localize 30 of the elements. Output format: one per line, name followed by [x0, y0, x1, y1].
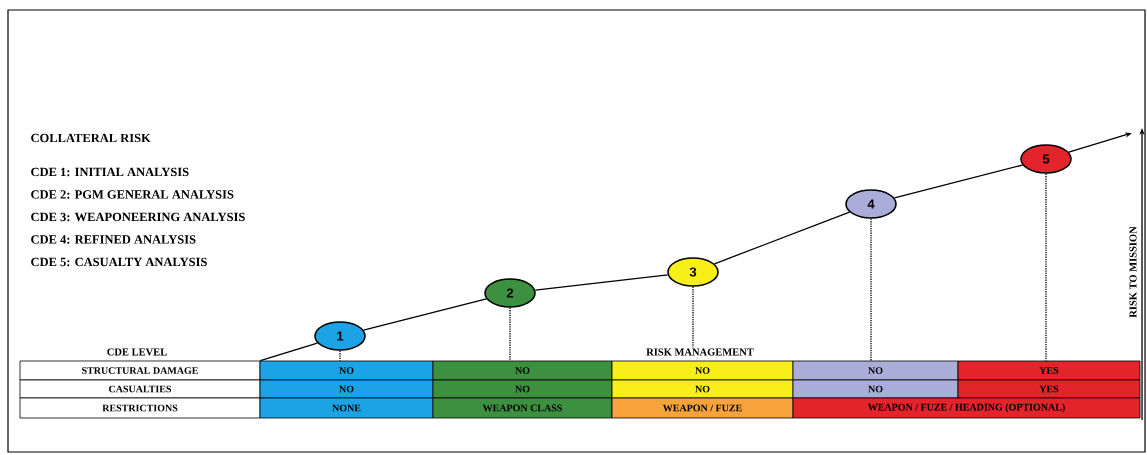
line: [713, 211, 851, 265]
table-cell: NO: [432, 379, 613, 399]
line: [893, 164, 1024, 199]
line: [534, 274, 669, 291]
legend-line: CDE 2: PGM GENERAL ANALYSIS: [31, 190, 234, 199]
leader-line: [1045, 173, 1047, 362]
legend-line: CDE 4: REFINED ANALYSIS: [31, 235, 196, 244]
legend-line: CDE 3: WEAPONEERING ANALYSIS: [31, 212, 245, 222]
leader-line: [870, 218, 872, 362]
table-cell: RESTRICTIONS: [19, 397, 261, 419]
leader-line: [509, 307, 511, 362]
table-cell: CASUALTIES: [19, 379, 261, 399]
table-cell: NO: [792, 379, 959, 399]
legend-line: CDE 1: INITIAL ANALYSIS: [31, 167, 189, 177]
table-cell: YES: [957, 379, 1141, 399]
table-cell: YES: [957, 360, 1141, 381]
table-cell: NONE: [259, 397, 434, 419]
table-cell: STRUCTURAL DAMAGE: [19, 360, 261, 381]
leader-line: [339, 350, 341, 362]
axis-label: RISK TO MISSION: [1129, 226, 1137, 318]
table-cell: NO: [611, 379, 794, 399]
table-cell: NO: [259, 379, 434, 399]
axis-label: RISK MANAGEMENT: [646, 348, 754, 356]
line: [259, 342, 318, 362]
table-cell: WEAPON / FUZE: [611, 397, 794, 419]
table-cell: WEAPON CLASS: [432, 397, 613, 419]
leader-line: [692, 286, 694, 348]
heading: COLLATERAL RISK: [31, 133, 151, 143]
legend-line: CDE 5: CASUALTY ANALYSIS: [31, 257, 207, 267]
line: [362, 298, 488, 331]
